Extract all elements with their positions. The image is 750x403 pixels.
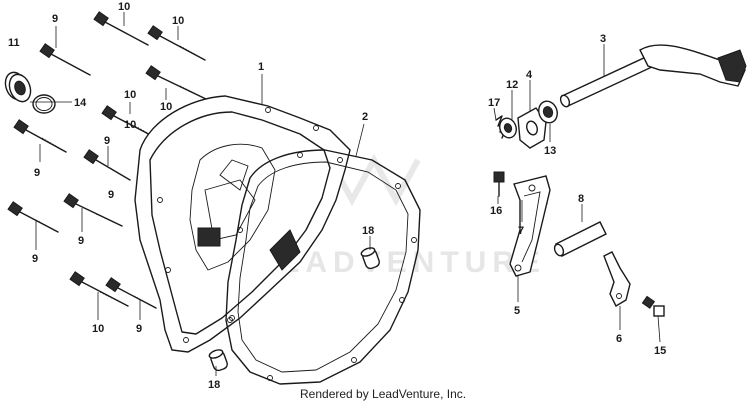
- bolt-16[interactable]: [493, 171, 505, 197]
- label-7: 7: [518, 225, 524, 237]
- label-10: 10: [92, 323, 104, 335]
- oil-seal-13[interactable]: [536, 99, 560, 126]
- bolt-15[interactable]: [641, 295, 665, 317]
- credit-text: Rendered by LeadVenture, Inc.: [300, 387, 466, 401]
- label-5: 5: [514, 305, 520, 317]
- label-2: 2: [362, 111, 368, 123]
- stopper-6[interactable]: [603, 251, 631, 307]
- label-9: 9: [104, 135, 110, 147]
- bolt-9-top[interactable]: [39, 43, 91, 76]
- label-18: 18: [362, 225, 374, 237]
- label-16: 16: [490, 205, 502, 217]
- pin-8[interactable]: [553, 221, 607, 257]
- dowel-pin-18-top[interactable]: [360, 246, 380, 270]
- label-9: 9: [78, 235, 84, 247]
- label-9: 9: [34, 167, 40, 179]
- bolt-9-left-b[interactable]: [7, 201, 59, 233]
- watermark-logo-icon: [327, 153, 421, 207]
- clutch-housing-1[interactable]: [134, 95, 351, 353]
- washer-12[interactable]: [497, 116, 519, 140]
- bolt-10-mid-a[interactable]: [145, 65, 209, 101]
- bolt-10-top-b[interactable]: [147, 25, 206, 61]
- label-6: 6: [616, 333, 622, 345]
- bolt-9-left-a[interactable]: [13, 119, 67, 153]
- label-9: 9: [32, 253, 38, 265]
- label-9: 9: [136, 323, 142, 335]
- label-8: 8: [578, 193, 584, 205]
- part-labels: 10 10 9 11 14 10 10 10 9 9 9 9 9 10 9 1 …: [8, 1, 666, 391]
- bolt-9-bottom[interactable]: [105, 277, 157, 309]
- gasket-2[interactable]: [225, 149, 421, 385]
- label-9: 9: [52, 13, 58, 25]
- label-9: 9: [108, 189, 114, 201]
- oil-seal-11[interactable]: [2, 69, 34, 104]
- bolt-9-mid-b[interactable]: [63, 193, 123, 227]
- label-10: 10: [160, 101, 172, 113]
- label-3: 3: [600, 33, 606, 45]
- o-ring-14[interactable]: [32, 94, 56, 114]
- label-12: 12: [506, 79, 518, 91]
- bolt-10-bottom[interactable]: [69, 271, 129, 307]
- label-4: 4: [526, 69, 533, 81]
- shift-arm-4[interactable]: [517, 107, 547, 149]
- lever-plate-5[interactable]: [509, 175, 551, 277]
- label-13: 13: [544, 145, 556, 157]
- label-17: 17: [488, 97, 500, 109]
- label-14: 14: [74, 97, 87, 109]
- shift-shaft-3[interactable]: [559, 44, 747, 108]
- label-10: 10: [124, 89, 136, 101]
- leader-lines: [30, 12, 661, 376]
- bolt-10-top-a[interactable]: [93, 11, 149, 46]
- bolt-9-mid-a[interactable]: [83, 149, 131, 181]
- label-11: 11: [8, 37, 20, 49]
- dowel-pin-18-bottom[interactable]: [208, 348, 228, 372]
- label-10: 10: [118, 1, 130, 13]
- label-15: 15: [654, 345, 666, 357]
- label-1: 1: [258, 61, 264, 73]
- label-10: 10: [172, 15, 184, 27]
- housing-boss-icon: [197, 227, 221, 247]
- label-18: 18: [208, 379, 220, 391]
- label-10: 10: [124, 119, 136, 131]
